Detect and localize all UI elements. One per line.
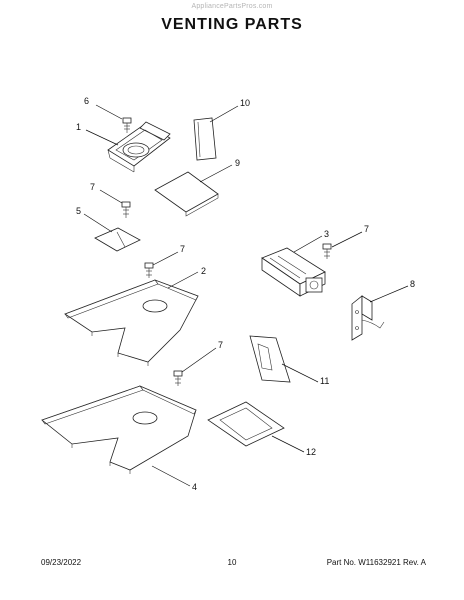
screw-part-7c: [322, 243, 332, 259]
pad-part-9: [154, 171, 219, 217]
callout-12: 12: [306, 447, 316, 457]
callout-1: 1: [76, 122, 81, 132]
callout-4: 4: [192, 482, 197, 492]
footer-page-number: 10: [227, 558, 237, 567]
duct-plate-part-4: [41, 385, 197, 474]
callout-5: 5: [76, 206, 81, 216]
callout-10: 10: [240, 98, 250, 108]
vent-housing-part-1: [107, 121, 171, 173]
screw-part-7d: [173, 370, 183, 386]
leader-lines: [83, 104, 409, 487]
callout-9: 9: [235, 158, 240, 168]
callout-7d: 7: [218, 340, 223, 350]
gasket-part-11: [249, 335, 291, 383]
duct-plate-part-2: [64, 279, 199, 366]
damper-assembly-part-3: [261, 247, 326, 297]
filter-part-10: [193, 117, 217, 161]
screw-part-6: [122, 117, 132, 133]
seal-frame-part-12: [207, 401, 285, 447]
callout-2: 2: [201, 266, 206, 276]
plate-part-5: [94, 227, 141, 252]
callout-7a: 7: [90, 182, 95, 192]
callout-7b: 7: [180, 244, 185, 254]
callout-3: 3: [324, 229, 329, 239]
screw-part-7b: [144, 262, 154, 278]
page-title: VENTING PARTS: [161, 16, 303, 33]
callout-6: 6: [84, 96, 89, 106]
callout-11: 11: [320, 376, 329, 386]
callout-7c: 7: [364, 224, 369, 234]
footer-part-number: Part No. W11632921 Rev. A: [326, 558, 426, 567]
callout-8: 8: [410, 279, 415, 289]
watermark: AppliancePartsPros.com: [191, 3, 273, 10]
screw-part-7a: [121, 201, 131, 218]
footer-date: 09/23/2022: [41, 558, 82, 567]
bracket-part-8: [351, 295, 385, 341]
